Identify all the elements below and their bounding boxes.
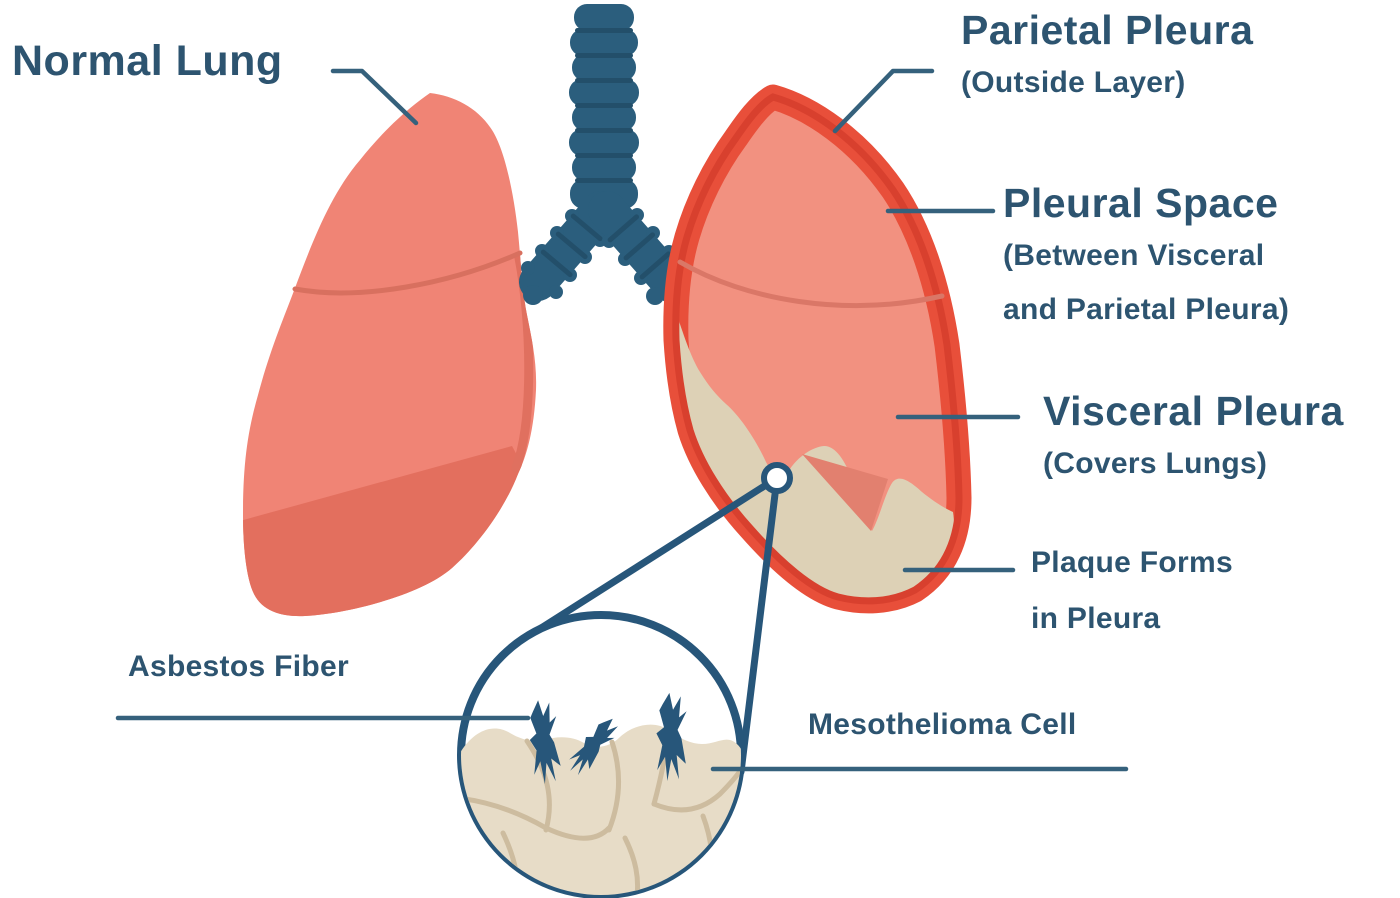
diseased-lung-fissure	[677, 259, 945, 309]
visceral-pleura-inner-line	[672, 93, 963, 605]
plaque-label-line2: in Pleura	[1031, 602, 1161, 635]
pleural-space-subtitle-line2: and Parietal Pleura)	[1003, 293, 1290, 326]
pleural-space-title: Pleural Space	[1003, 180, 1279, 226]
plaque-label-line1: Plaque Forms	[1031, 546, 1233, 579]
asbestos-fiber-icon	[529, 700, 561, 785]
plaque-shadow-wedge	[802, 454, 888, 531]
asbestos-fiber-icon	[569, 718, 618, 776]
left-bronchus	[519, 191, 620, 305]
magnifier-origin-dot	[761, 462, 793, 494]
normal-lung-label: Normal Lung	[12, 40, 283, 83]
parietal-pleura-subtitle: (Outside Layer)	[961, 66, 1186, 99]
asbestos-fibers	[529, 692, 687, 785]
parietal-pleura-leader	[832, 68, 935, 134]
plaque-label: Plaque Forms in Pleura	[1031, 548, 1233, 634]
pleural-plaque	[675, 306, 954, 601]
parietal-pleura-label: Parietal Pleura (Outside Layer)	[961, 10, 1253, 98]
asbestos-fiber-label: Asbestos Fiber	[128, 652, 349, 682]
pleural-space-label: Pleural Space (Between Visceral and Pari…	[1003, 183, 1289, 325]
visceral-pleura-label: Visceral Pleura (Covers Lungs)	[1043, 391, 1344, 479]
magnifier	[457, 462, 793, 898]
normal-lung-fissure	[292, 250, 523, 296]
diseased-lung-illustration	[663, 84, 972, 614]
trachea-illustration	[519, 4, 691, 305]
pleural-space-subtitle-line1: (Between Visceral	[1003, 239, 1265, 272]
asbestos-fiber-title: Asbestos Fiber	[128, 650, 349, 683]
visceral-pleura-title: Visceral Pleura	[1043, 388, 1344, 434]
normal-lung-illustration	[243, 93, 537, 617]
normal-lung-title: Normal Lung	[12, 37, 283, 85]
normal-lung-leader	[330, 68, 419, 126]
visceral-pleura-subtitle: (Covers Lungs)	[1043, 447, 1268, 480]
asbestos-fiber-icon	[656, 692, 687, 781]
right-bronchus	[588, 191, 691, 305]
magnifier-cone-lines	[523, 474, 781, 776]
mesothelioma-cell-title: Mesothelioma Cell	[808, 708, 1077, 741]
mesothelioma-cell-label: Mesothelioma Cell	[808, 710, 1077, 740]
leader-lines	[115, 68, 1129, 772]
trachea-ridges	[575, 28, 633, 183]
mesothelioma-cells-mass	[461, 724, 741, 895]
parietal-pleura-title: Parietal Pleura	[961, 7, 1254, 53]
